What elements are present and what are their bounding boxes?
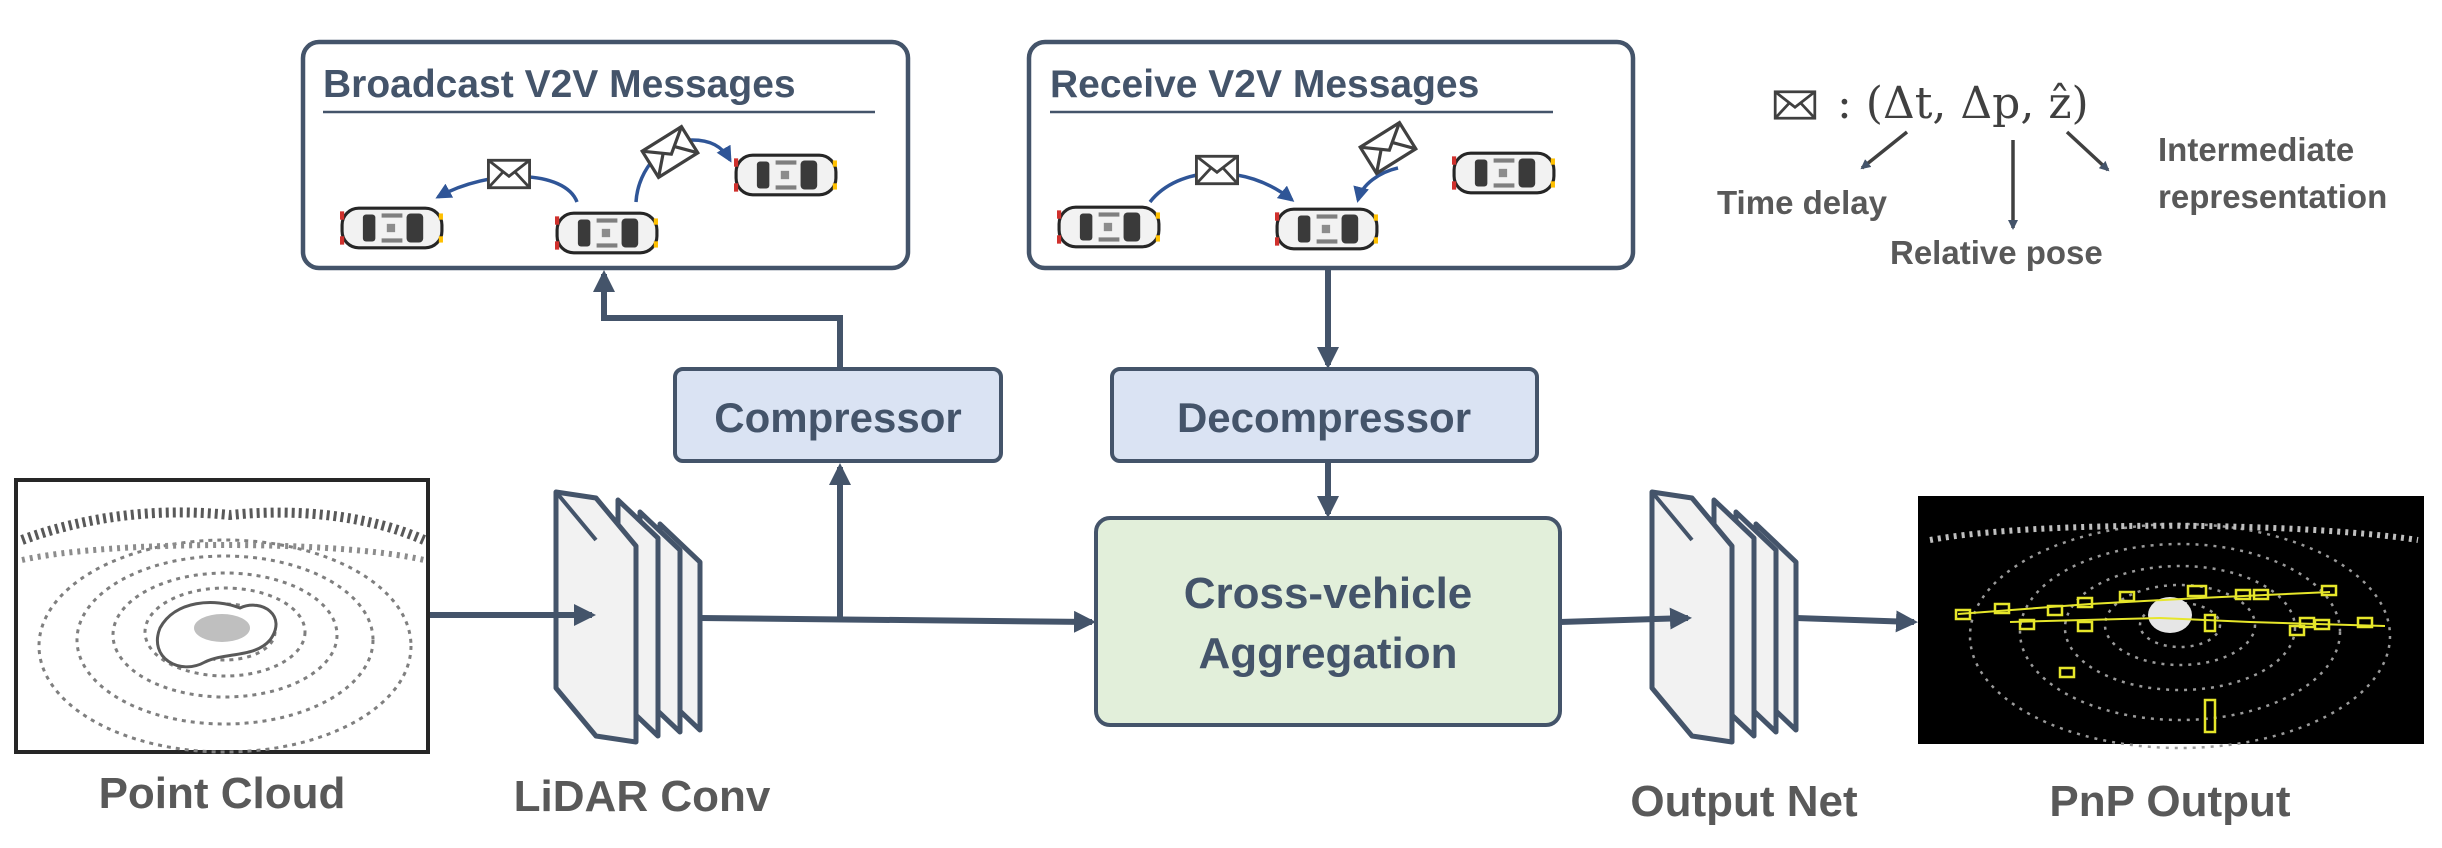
- time-delay-label: Time delay: [1717, 184, 1888, 221]
- decompressor-label: Decompressor: [1177, 394, 1471, 441]
- pnp-output-caption: PnP Output: [2049, 777, 2291, 826]
- decompressor-box: Decompressor: [1110, 367, 1539, 463]
- envelope-icon: [1773, 90, 1817, 120]
- output-net-caption: Output Net: [1630, 777, 1858, 826]
- lidar-conv-caption: LiDAR Conv: [514, 772, 771, 821]
- point-cloud-caption: Point Cloud: [99, 769, 346, 818]
- pnp-output-image: [1918, 496, 2424, 750]
- message-formula: : (Δt, Δp, ẑ): [1837, 78, 2089, 129]
- aggregation-label-line2: Aggregation: [1198, 629, 1457, 678]
- compressor-box: Compressor: [673, 367, 1003, 463]
- car-icon: [1452, 151, 1556, 195]
- output-net-layers: [1649, 489, 1799, 745]
- message-curve: [1353, 166, 1399, 203]
- message-curve: [634, 138, 732, 203]
- envelope-icon: [1194, 154, 1240, 186]
- intermediate-label-line1: Intermediate: [2158, 131, 2354, 168]
- receive-title: Receive V2V Messages: [1050, 63, 1479, 106]
- car-icon: [1057, 205, 1161, 249]
- aggregation-label-line1: Cross-vehicle: [1184, 569, 1473, 618]
- point-cloud-image: [14, 478, 430, 754]
- flow-arrows: [430, 270, 1918, 633]
- lidar-conv-layers: [553, 489, 703, 745]
- message-legend: : (Δt, Δp, ẑ) Time delay Relative pose I…: [1717, 78, 2387, 271]
- relative-pose-label: Relative pose: [1890, 234, 2103, 271]
- envelope-icon: [486, 158, 532, 190]
- car-icon: [1275, 207, 1379, 251]
- aggregation-box: Cross-vehicle Aggregation: [1094, 516, 1562, 727]
- broadcast-title: Broadcast V2V Messages: [323, 63, 796, 106]
- intermediate-label-line2: representation: [2158, 178, 2387, 215]
- car-icon: [340, 206, 444, 250]
- compressor-label: Compressor: [714, 394, 961, 441]
- car-icon: [734, 153, 838, 197]
- receive-panel: Receive V2V Messages: [1026, 39, 1636, 271]
- broadcast-panel: Broadcast V2V Messages: [300, 39, 911, 271]
- car-icon: [555, 211, 659, 255]
